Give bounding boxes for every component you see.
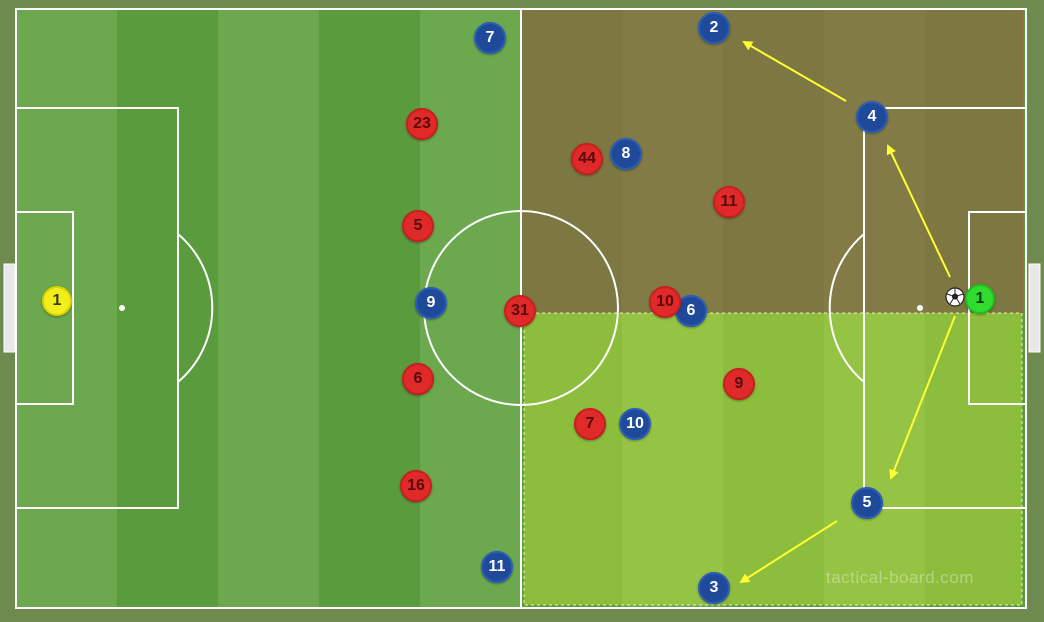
penalty-spot-right bbox=[917, 305, 923, 311]
zone-top-right bbox=[520, 8, 1024, 314]
goal-left bbox=[3, 263, 16, 353]
player-number: 31 bbox=[511, 302, 529, 319]
player-number: 1 bbox=[975, 290, 985, 307]
player-number: 10 bbox=[656, 293, 674, 310]
player-number: 11 bbox=[488, 558, 506, 575]
soccer-ball-icon[interactable] bbox=[945, 287, 965, 307]
blue-player-8[interactable]: 8 bbox=[610, 138, 642, 170]
player-number: 7 bbox=[585, 415, 595, 432]
blue-player-2[interactable]: 2 bbox=[698, 12, 730, 44]
goalkeeper-left[interactable]: 1 bbox=[42, 286, 72, 316]
arrow-4-to-2 bbox=[742, 40, 847, 102]
pass-arrows bbox=[739, 40, 956, 584]
player-number: 9 bbox=[426, 294, 436, 311]
player-number: 1 bbox=[52, 292, 62, 309]
arrow-5-to-3 bbox=[739, 520, 838, 584]
penalty-spot-left bbox=[119, 305, 125, 311]
goal-right bbox=[1028, 263, 1041, 353]
red-player-16[interactable]: 16 bbox=[400, 470, 432, 502]
player-number: 8 bbox=[621, 145, 631, 162]
zone-bottom-right bbox=[523, 312, 1023, 606]
player-number: 5 bbox=[413, 217, 423, 234]
player-number: 3 bbox=[709, 579, 719, 596]
player-number: 11 bbox=[720, 193, 738, 210]
red-player-5[interactable]: 5 bbox=[402, 210, 434, 242]
red-player-31[interactable]: 31 bbox=[504, 295, 536, 327]
red-player-10[interactable]: 10 bbox=[649, 286, 681, 318]
player-number: 7 bbox=[485, 29, 495, 46]
blue-player-3[interactable]: 3 bbox=[698, 572, 730, 604]
blue-player-10[interactable]: 10 bbox=[619, 408, 651, 440]
red-player-11[interactable]: 11 bbox=[713, 186, 745, 218]
player-number: 5 bbox=[862, 494, 872, 511]
player-number: 6 bbox=[686, 302, 696, 319]
player-number: 9 bbox=[734, 375, 744, 392]
red-player-9[interactable]: 9 bbox=[723, 368, 755, 400]
goalkeeper-right[interactable]: 1 bbox=[965, 284, 995, 314]
blue-player-9[interactable]: 9 bbox=[415, 287, 447, 319]
red-player-7[interactable]: 7 bbox=[574, 408, 606, 440]
player-number: 4 bbox=[867, 108, 877, 125]
player-number: 6 bbox=[413, 370, 423, 387]
blue-player-11[interactable]: 11 bbox=[481, 551, 513, 583]
player-number: 2 bbox=[709, 19, 719, 36]
red-player-23[interactable]: 23 bbox=[406, 108, 438, 140]
watermark: tactical-board.com bbox=[826, 568, 974, 587]
arrow-gk-to-4 bbox=[886, 144, 951, 278]
player-number: 23 bbox=[413, 115, 431, 132]
arrow-gk-to-5 bbox=[889, 315, 956, 480]
blue-player-4[interactable]: 4 bbox=[856, 101, 888, 133]
blue-player-5[interactable]: 5 bbox=[851, 487, 883, 519]
red-player-6[interactable]: 6 bbox=[402, 363, 434, 395]
player-number: 10 bbox=[626, 415, 644, 432]
player-number: 44 bbox=[578, 150, 596, 167]
player-number: 16 bbox=[407, 477, 425, 494]
blue-player-7[interactable]: 7 bbox=[474, 22, 506, 54]
red-player-44[interactable]: 44 bbox=[571, 143, 603, 175]
